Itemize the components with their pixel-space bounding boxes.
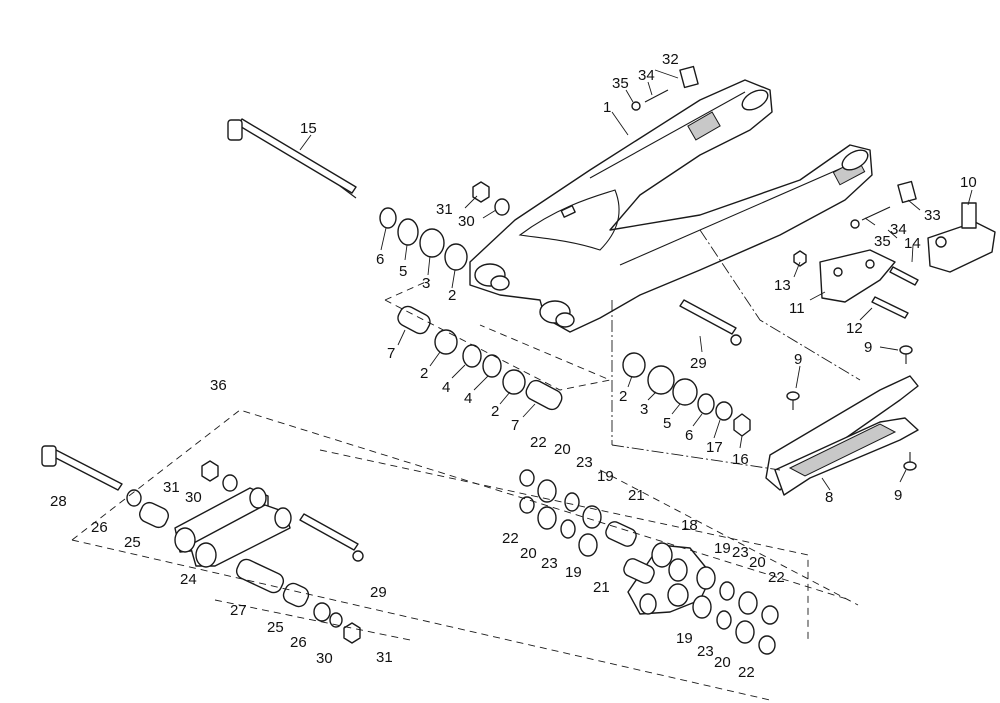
callout-30: 30: [458, 213, 475, 230]
callout-21: 21: [628, 487, 645, 504]
callout-14: 14: [904, 235, 921, 252]
callout-17: 17: [706, 439, 723, 456]
callout-18: 18: [681, 517, 698, 534]
callout-23: 23: [732, 544, 749, 561]
callout-34: 34: [638, 67, 655, 84]
callout-7: 7: [387, 345, 395, 362]
callout-23: 23: [697, 643, 714, 660]
callout-5: 5: [663, 415, 671, 432]
callout-30: 30: [316, 650, 333, 667]
callout-22: 22: [530, 434, 547, 451]
callout-24: 24: [180, 571, 197, 588]
leader-lines: [299, 69, 973, 491]
callout-25: 25: [267, 619, 284, 636]
callout-21: 21: [593, 579, 610, 596]
rocker-bearings: [519, 469, 779, 655]
callout-20: 20: [520, 545, 537, 562]
pivot-components: [379, 207, 751, 437]
callout-3: 3: [640, 401, 648, 418]
callout-12: 12: [846, 320, 863, 337]
callout-26: 26: [91, 519, 108, 536]
callout-36: 36: [210, 377, 227, 394]
callout-26: 26: [290, 634, 307, 651]
callout-29: 29: [690, 355, 707, 372]
pivot-shaft: [227, 118, 357, 199]
callout-1: 1: [603, 99, 611, 116]
callout-4: 4: [442, 379, 450, 396]
callout-25: 25: [124, 534, 141, 551]
callout-35: 35: [612, 75, 629, 92]
callout-2: 2: [420, 365, 428, 382]
callout-10: 10: [960, 174, 977, 191]
callout-22: 22: [768, 569, 785, 586]
callout-31: 31: [163, 479, 180, 496]
callout-2: 2: [448, 287, 456, 304]
callout-35: 35: [874, 233, 891, 250]
lower-bolt: [41, 445, 123, 491]
callout-29: 29: [370, 584, 387, 601]
callout-15: 15: [300, 120, 317, 137]
callout-labels: 1 32 34 35 15 10 33 34 35 14 13 11 12 31…: [50, 51, 977, 681]
callout-20: 20: [749, 554, 766, 571]
callout-30: 30: [185, 489, 202, 506]
swingarm: [469, 79, 873, 333]
callout-19: 19: [565, 564, 582, 581]
callout-19: 19: [714, 540, 731, 557]
callout-33: 33: [924, 207, 941, 224]
linkage-arm: [126, 460, 361, 644]
linkage-bolt: [299, 513, 364, 562]
callout-4: 4: [464, 390, 472, 407]
callout-23: 23: [541, 555, 558, 572]
callout-27: 27: [230, 602, 247, 619]
upper-bolt: [679, 299, 742, 346]
callout-2: 2: [619, 388, 627, 405]
callout-23: 23: [576, 454, 593, 471]
chain-guide: [765, 375, 919, 496]
callout-9: 9: [794, 351, 802, 368]
callout-11: 11: [789, 300, 805, 317]
callout-9: 9: [864, 339, 872, 356]
callout-31: 31: [376, 649, 393, 666]
bracket: [819, 249, 896, 303]
callout-22: 22: [738, 664, 755, 681]
assembly-boundaries: [71, 229, 861, 701]
callout-28: 28: [50, 493, 67, 510]
rocker: [627, 542, 713, 615]
callout-20: 20: [554, 441, 571, 458]
callout-9: 9: [894, 487, 902, 504]
callout-2: 2: [491, 403, 499, 420]
hardware: [472, 65, 919, 471]
callout-31: 31: [436, 201, 453, 218]
callout-3: 3: [422, 275, 430, 292]
callout-16: 16: [732, 451, 749, 468]
callout-5: 5: [399, 263, 407, 280]
callout-8: 8: [825, 489, 833, 506]
callout-6: 6: [376, 251, 384, 268]
callout-7: 7: [511, 417, 519, 434]
callout-19: 19: [597, 468, 614, 485]
callout-20: 20: [714, 654, 731, 671]
callout-19: 19: [676, 630, 693, 647]
callout-22: 22: [502, 530, 519, 547]
callout-13: 13: [774, 277, 791, 294]
chain-slider: [927, 202, 996, 273]
callout-6: 6: [685, 427, 693, 444]
callout-34: 34: [890, 221, 907, 238]
callout-32: 32: [662, 51, 679, 68]
